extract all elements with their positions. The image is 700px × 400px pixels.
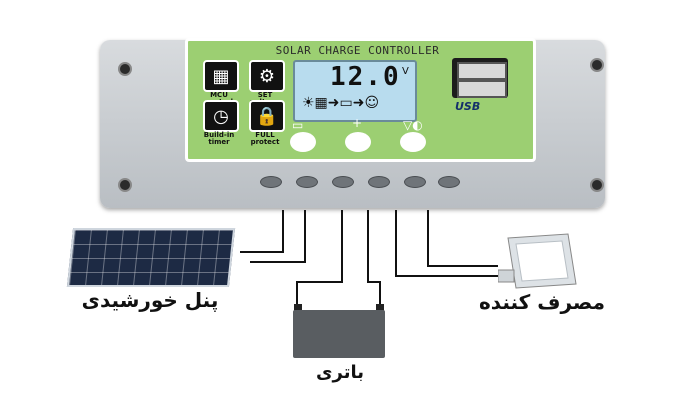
mount-hole <box>590 178 604 192</box>
terminal-solar-positive <box>260 176 282 188</box>
solar-panel-label: پنل خورشیدی <box>81 288 219 312</box>
solar-panel <box>66 228 236 287</box>
load-mode-icon: ▽◐ <box>403 118 423 132</box>
terminal-battery-positive <box>332 176 354 188</box>
battery <box>293 310 385 358</box>
battery-terminal <box>294 304 302 312</box>
battery-terminal <box>376 304 384 312</box>
button-right[interactable] <box>400 132 426 152</box>
load-label: مصرف کننده <box>478 290 606 314</box>
lock-icon: 🔒 <box>249 100 285 132</box>
battery-mode-icon: ▭ <box>292 118 304 132</box>
terminal-load-positive <box>404 176 426 188</box>
floodlight <box>498 233 577 289</box>
wire-battery-negative <box>367 210 381 310</box>
voltage-readout: 12.0 <box>330 62 401 92</box>
gear-icon: ⚙ <box>249 60 285 92</box>
mount-hole <box>118 62 132 76</box>
lcd-display <box>293 60 417 122</box>
clock-icon: ◷ <box>203 100 239 132</box>
button-middle[interactable] <box>345 132 371 152</box>
usb-label: USB <box>455 100 481 113</box>
mount-hole <box>118 178 132 192</box>
terminal-load-negative <box>438 176 460 188</box>
wire-battery-positive <box>296 210 343 310</box>
wire-solar-negative <box>250 210 306 263</box>
brand-title: SOLAR CHARGE CONTROLLER <box>275 44 440 57</box>
flow-icon: ☀▦➜▭➜☺ <box>302 95 380 111</box>
chip-icon: ▦ <box>203 60 239 92</box>
wire-solar-positive <box>240 210 284 253</box>
usb-port[interactable] <box>457 62 507 80</box>
wire-load-positive <box>395 210 498 277</box>
terminal-battery-negative <box>368 176 390 188</box>
wire-load-negative <box>427 210 498 267</box>
usb-port[interactable] <box>457 80 507 98</box>
mount-hole <box>590 58 604 72</box>
plus-icon: + <box>352 116 363 130</box>
button-left[interactable] <box>290 132 316 152</box>
voltage-unit: V <box>402 66 409 77</box>
battery-label: باتری <box>316 362 364 383</box>
feature-label-timer: Build-in timer <box>203 131 235 146</box>
feature-label-protect: FULL protect <box>250 131 280 146</box>
terminal-solar-negative <box>296 176 318 188</box>
